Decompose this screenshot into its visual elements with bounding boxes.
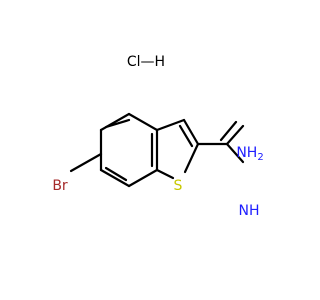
imino-label: NH (239, 203, 260, 219)
bond-ring-6 (99, 168, 131, 188)
bond-amidine-nh-inner (219, 120, 238, 142)
molecule-structure: Cl—H Br S NH2 NH (52, 54, 263, 219)
bond-amidine-nh2 (225, 142, 245, 164)
amino-label: NH2 (236, 145, 263, 163)
bromine-label: Br (52, 178, 68, 194)
bond-thiophene-2 (182, 118, 200, 146)
bond-thiophene-4 (155, 168, 175, 180)
amino-subscript: 2 (257, 152, 263, 163)
bond-ring-5 (127, 168, 159, 188)
bond-amidine-nh (225, 124, 245, 146)
structure-canvas: Cl—H Br S NH2 NH (52, 54, 264, 219)
bond-br-ring (69, 152, 103, 173)
bond-thiophene-3 (183, 142, 200, 174)
bond-thiophene-1 (155, 118, 186, 132)
hcl-label: Cl—H (127, 54, 165, 70)
bond-thiophene-2-inner (178, 124, 194, 148)
sulfur-label: S (174, 178, 183, 194)
bond-ring-3 (127, 112, 159, 132)
bond-ring-6-inner (104, 166, 128, 182)
amino-nh-text: NH (236, 145, 257, 161)
bond-ring-2-inner (104, 118, 131, 129)
